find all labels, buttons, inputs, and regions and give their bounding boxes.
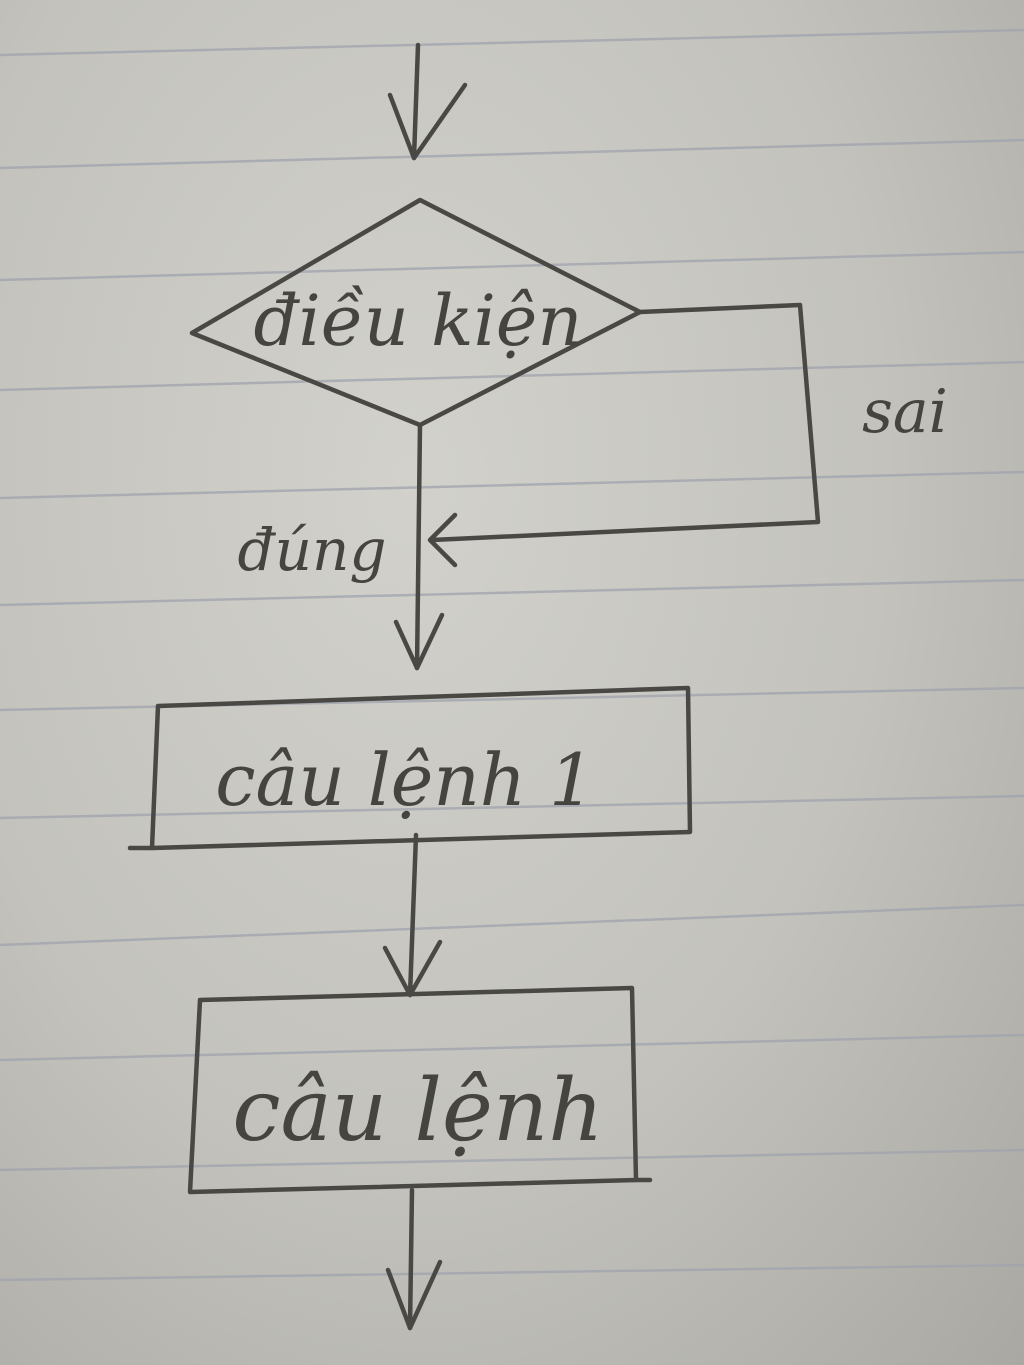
entry-arrow xyxy=(387,42,468,161)
statement2-label: câu lệnh xyxy=(232,1061,603,1161)
ruled-lines xyxy=(0,28,1024,1282)
condition-label: điều kiện xyxy=(254,280,583,362)
statement1-label: câu lệnh 1 xyxy=(215,738,595,822)
connector-arrow xyxy=(382,832,443,998)
true-branch-arrow xyxy=(393,422,445,671)
false-label: sai xyxy=(862,377,948,447)
false-branch-line xyxy=(427,302,821,568)
true-label: đúng xyxy=(238,516,387,584)
exit-arrow xyxy=(385,1187,443,1331)
statement1-box xyxy=(149,685,693,851)
